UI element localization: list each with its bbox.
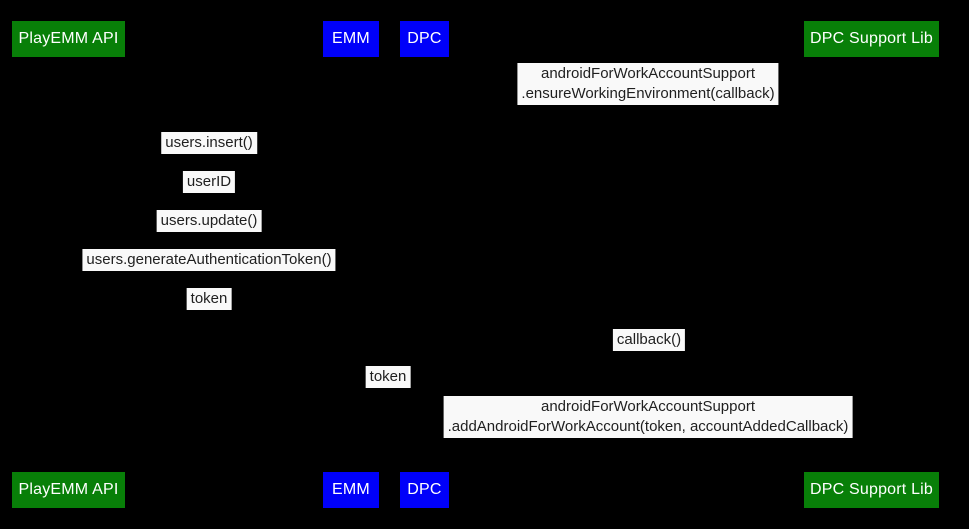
actor-playemm-api-top: PlayEMM API <box>12 21 125 57</box>
message-token-forward: token <box>365 366 411 388</box>
message-line: .ensureWorkingEnvironment(callback) <box>521 85 775 102</box>
message-token-return: token <box>186 288 232 310</box>
message-users-update: users.update() <box>156 210 262 232</box>
message-line: .addAndroidForWorkAccount(token, account… <box>447 418 849 435</box>
message-generate-authentication-token: users.generateAuthenticationToken() <box>82 249 336 271</box>
actor-emm-top: EMM <box>323 21 379 57</box>
actor-dpc-support-lib-bottom: DPC Support Lib <box>804 472 939 508</box>
message-userid: userID <box>182 171 236 193</box>
actor-dpc-top: DPC <box>400 21 449 57</box>
message-line: androidForWorkAccountSupport <box>540 65 755 82</box>
actor-dpc-support-lib-top: DPC Support Lib <box>804 21 939 57</box>
message-callback: callback() <box>612 329 686 351</box>
message-users-insert: users.insert() <box>161 132 257 154</box>
actor-dpc-bottom: DPC <box>400 472 449 508</box>
message-line: androidForWorkAccountSupport <box>541 398 755 415</box>
message-ensure-working-environment: androidForWorkAccountSupport .ensureWork… <box>517 63 779 105</box>
message-add-android-for-work-account: androidForWorkAccountSupport .addAndroid… <box>443 396 853 438</box>
actor-emm-bottom: EMM <box>323 472 379 508</box>
actor-playemm-api-bottom: PlayEMM API <box>12 472 125 508</box>
